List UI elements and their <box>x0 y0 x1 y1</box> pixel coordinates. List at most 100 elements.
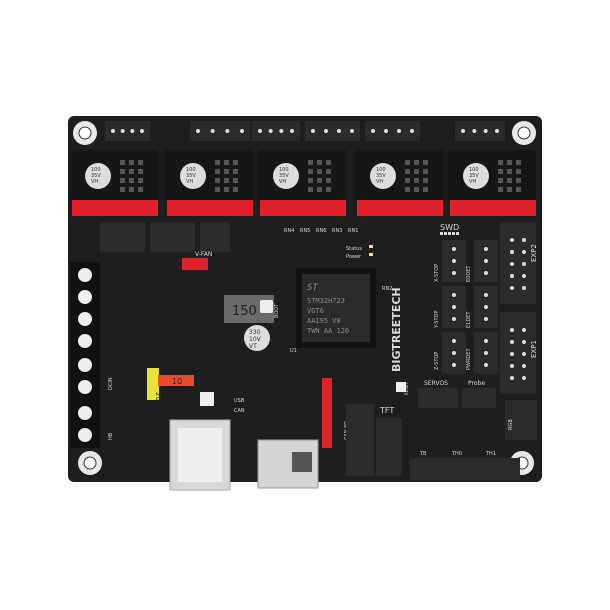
svg-text:RN1: RN1 <box>348 228 358 234</box>
tft-pin-header <box>322 378 332 448</box>
secondary-fuse <box>158 375 194 386</box>
driver-header <box>260 200 346 216</box>
svg-text:RN6: RN6 <box>316 228 326 234</box>
svg-text:RN2: RN2 <box>382 286 392 292</box>
capacitor: 330 10V VT <box>244 325 270 351</box>
motor-connector <box>365 121 420 141</box>
svg-text:RGB: RGB <box>508 419 514 430</box>
svg-text:Z-STOP: Z-STOP <box>434 352 440 370</box>
vfan-label: V-FAN <box>195 251 212 258</box>
driver-header <box>450 200 536 216</box>
motor-connector <box>105 121 150 141</box>
thermistor-connectors <box>410 458 520 480</box>
svg-text:DCIN: DCIN <box>108 377 114 390</box>
driver-header <box>72 200 158 216</box>
svg-text:RN3: RN3 <box>332 228 342 234</box>
status-led <box>369 245 373 248</box>
driver-capacitor <box>180 163 206 189</box>
tft-connectors <box>346 404 402 476</box>
svg-text:E1DET: E1DET <box>466 311 472 328</box>
mcu-line-3: AA195 V0 <box>307 317 341 325</box>
svg-text:VH: VH <box>469 179 476 185</box>
driver-capacitor <box>85 163 111 189</box>
svg-text:Y-STOP: Y-STOP <box>434 311 440 329</box>
svg-text:VH: VH <box>279 179 286 185</box>
st-logo: ST <box>307 283 318 293</box>
svg-text:RN5: RN5 <box>300 228 310 234</box>
svg-text:100: 100 <box>469 167 479 173</box>
svg-text:100: 100 <box>186 167 196 173</box>
aux-connector <box>376 418 402 476</box>
swd-label: SWD <box>440 223 459 232</box>
inductor-label: 150 <box>232 304 257 319</box>
mcu-line-4: TWN AA 120 <box>307 327 349 335</box>
can-button <box>200 392 214 406</box>
brand-logo: BIGTREETECH <box>390 287 403 372</box>
svg-text:TH0: TH0 <box>451 451 462 457</box>
motor-connector <box>190 121 250 141</box>
driver-header <box>357 200 443 216</box>
svg-text:PWRDET: PWRDET <box>466 348 472 370</box>
svg-text:SERVOS: SERVOS <box>424 380 448 387</box>
driver-header <box>167 200 253 216</box>
power-led <box>369 253 373 256</box>
jumper-red <box>182 258 208 270</box>
exp1-connector <box>500 312 536 394</box>
svg-text:RESET: RESET <box>404 382 409 395</box>
svg-text:Status: Status <box>346 246 362 252</box>
svg-text:100: 100 <box>279 167 289 173</box>
svg-text:20: 20 <box>154 392 162 401</box>
svg-text:E0DET: E0DET <box>466 265 472 282</box>
rgb-connector <box>505 400 537 440</box>
svg-text:330: 330 <box>249 329 261 336</box>
servos-connector <box>418 388 458 408</box>
svg-text:35V: 35V <box>91 173 101 179</box>
svg-text:TH1: TH1 <box>485 451 496 457</box>
svg-text:VH: VH <box>186 179 193 185</box>
exp1-label: EXP1 <box>530 340 538 358</box>
svg-text:RN4: RN4 <box>284 228 294 234</box>
svg-text:10V: 10V <box>249 336 262 343</box>
tft-connector <box>346 404 374 476</box>
svg-text:Power: Power <box>346 254 362 260</box>
mcu-line-2: VGT6 <box>307 307 324 315</box>
svg-text:TB: TB <box>419 451 427 457</box>
svg-text:USB: USB <box>234 398 245 404</box>
probe-connector <box>462 388 496 408</box>
power-terminal-blocks <box>70 262 100 448</box>
mcu-line-1: STM32H723 <box>307 297 345 305</box>
svg-text:35V: 35V <box>376 173 386 179</box>
svg-text:HB: HB <box>108 432 114 440</box>
motor-connector <box>252 121 300 141</box>
svg-text:35V: 35V <box>279 173 289 179</box>
exp2-label: EXP2 <box>530 244 538 262</box>
svg-text:VH: VH <box>91 179 98 185</box>
svg-text:100: 100 <box>91 167 101 173</box>
reset-button[interactable] <box>396 382 406 392</box>
svg-text:TFT: TFT <box>379 406 394 415</box>
svg-text:100: 100 <box>376 167 386 173</box>
boot-label: BOOT <box>274 303 280 318</box>
svg-text:X-STOP: X-STOP <box>434 264 440 282</box>
svg-text:35V: 35V <box>186 173 196 179</box>
main-fuse <box>147 368 159 400</box>
fan-connectors <box>100 222 230 270</box>
u1-label: U1 <box>290 348 297 354</box>
mcu-chip: ST STM32H723 VGT6 AA195 V0 TWN AA 120 <box>296 268 376 348</box>
exp2-connector <box>500 222 536 304</box>
motor-connector <box>455 121 505 141</box>
motor-connector <box>305 121 360 141</box>
svg-text:VT: VT <box>249 343 257 350</box>
svg-text:10: 10 <box>172 377 182 386</box>
svg-text:35V: 35V <box>469 173 479 179</box>
svg-text:Probe: Probe <box>468 380 485 387</box>
svg-text:CAN: CAN <box>234 408 245 414</box>
right-connectors <box>410 222 537 480</box>
boot-button[interactable] <box>260 300 273 313</box>
